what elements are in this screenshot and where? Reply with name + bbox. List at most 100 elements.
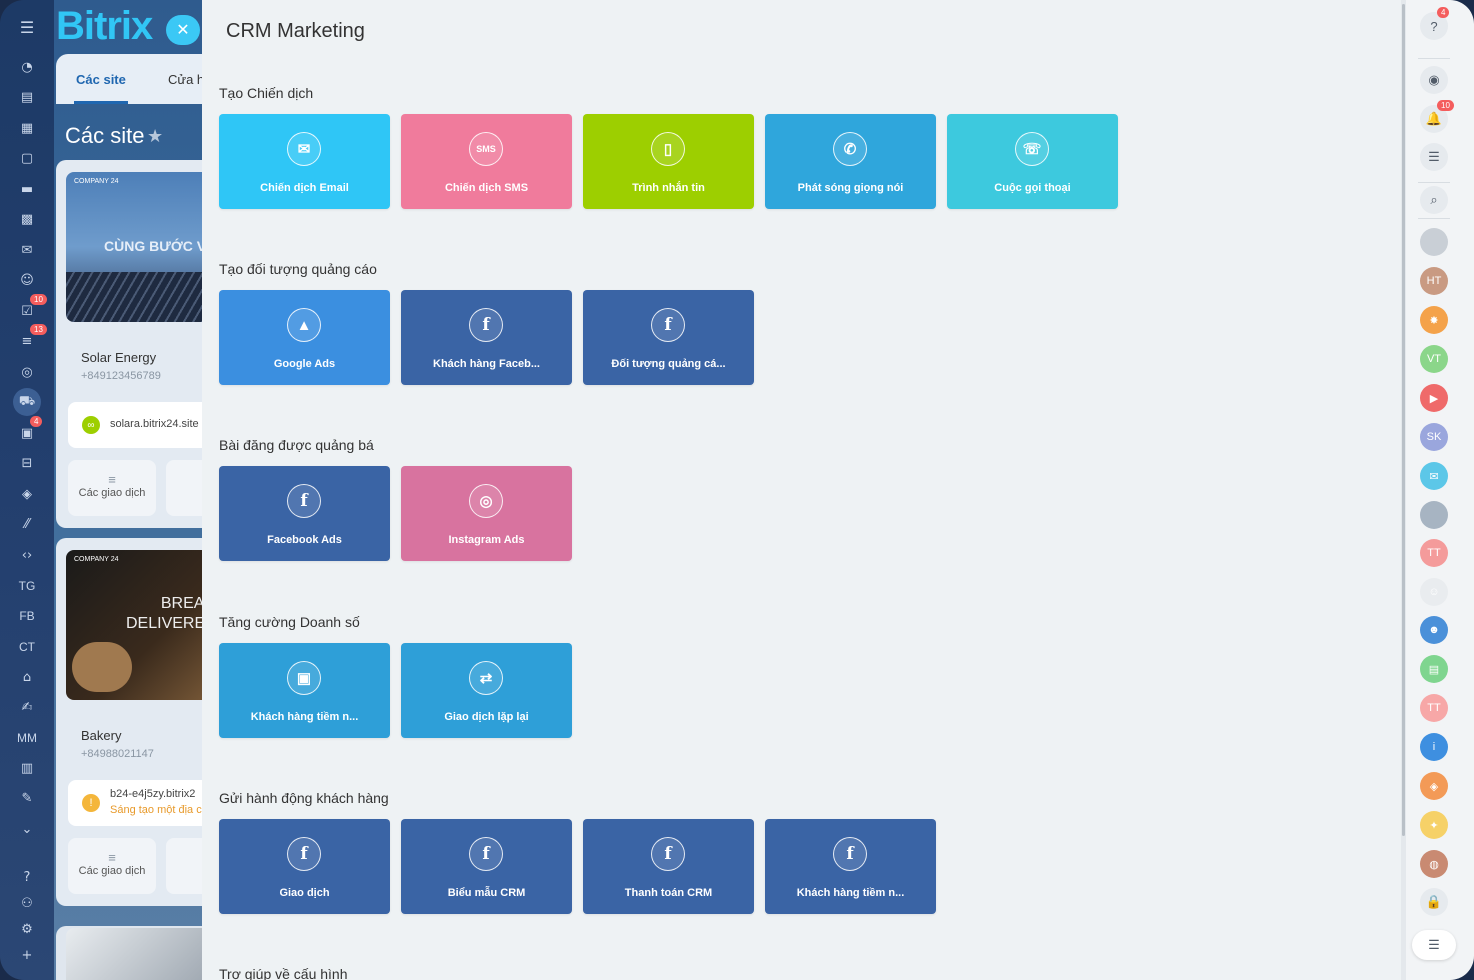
nav-item[interactable]: ▬ <box>0 176 54 202</box>
marketing-tile[interactable]: ✉Chiến dịch Email <box>219 114 390 209</box>
scrollbar-thumb[interactable] <box>1402 4 1405 836</box>
bread-image <box>72 642 132 692</box>
mascot-avatar[interactable]: ☺ <box>1420 578 1448 606</box>
nav-item[interactable]: ▩ <box>0 206 54 232</box>
copilot-icon[interactable]: ◉ <box>1420 66 1448 94</box>
menu-icon[interactable]: ☰ <box>1412 930 1456 960</box>
nav-item[interactable]: ≡13 <box>0 324 54 354</box>
info-avatar[interactable]: i <box>1420 733 1448 761</box>
user-avatar[interactable] <box>1420 228 1448 256</box>
photo-avatar[interactable]: ◍ <box>1420 850 1448 878</box>
hamburger-menu-icon[interactable]: ☰ <box>19 17 35 37</box>
marketing-tile[interactable]: ✆Phát sóng giọng nói <box>765 114 936 209</box>
avatar-tt-2[interactable]: TT <box>1420 694 1448 722</box>
tab-stores[interactable]: Cửa h <box>168 72 204 87</box>
nav-item[interactable]: ▤ <box>0 84 54 110</box>
nav-item[interactable]: ✎ <box>0 785 54 811</box>
lock-icon[interactable]: 🔒 <box>1420 888 1448 916</box>
marketing-tile[interactable]: ⇄Giao dịch lặp lại <box>401 643 572 738</box>
bell-icon[interactable]: 🔔10 <box>1420 100 1454 133</box>
nav-item[interactable]: ⌄ <box>0 816 54 842</box>
deals-button[interactable]: ≡Các giao dịch <box>68 460 156 516</box>
nav-item[interactable]: ☺ <box>0 267 54 293</box>
site-link[interactable]: ! b24-e4j5zy.bitrix2 Sáng tạo một địa c <box>68 780 204 826</box>
second-button[interactable]: Ti <box>166 838 204 894</box>
video-avatar[interactable]: ▶ <box>1420 384 1448 412</box>
marketing-tile[interactable]: ◎Instagram Ads <box>401 466 572 561</box>
site-thumbnail[interactable]: COMPANY 24 CÙNG BƯỚC V <box>66 172 204 322</box>
doc-avatar[interactable]: ▤ <box>1420 655 1448 683</box>
nav-item[interactable]: ◈ <box>0 481 54 507</box>
nav-item[interactable]: ? <box>0 864 54 890</box>
doc-avatar-label: ▤ <box>1428 663 1440 676</box>
nav-item[interactable]: ⊟ <box>0 450 54 476</box>
second-button[interactable]: Ti <box>166 460 204 516</box>
copilot-icon-label: ◉ <box>1428 72 1440 87</box>
site-name: Solar Energy <box>81 350 157 365</box>
nav-item[interactable]: + <box>0 942 54 968</box>
tab-sites[interactable]: Các site <box>74 72 128 104</box>
group-avatar[interactable]: ☻ <box>1420 616 1448 644</box>
facebook-icon: f <box>833 837 867 871</box>
nav-item[interactable]: ▥ <box>0 755 54 781</box>
nav-item-text[interactable]: FB <box>0 603 54 629</box>
avatar-tt[interactable]: TT <box>1420 539 1448 567</box>
nav-item[interactable]: ⛟ <box>0 388 54 416</box>
nav-item[interactable]: ⚙ <box>0 916 54 942</box>
email-icon: ✉ <box>287 132 321 166</box>
nav-item[interactable]: ☑10 <box>0 294 54 324</box>
promo-avatar[interactable]: ◈ <box>1420 772 1448 800</box>
idea-avatar[interactable]: ✦ <box>1420 811 1448 839</box>
marketing-tile[interactable]: ☏Cuộc gọi thoại <box>947 114 1118 209</box>
marketplace-icon: ⁄⁄ <box>24 516 30 532</box>
marketing-tile[interactable]: ▯Trình nhắn tin <box>583 114 754 209</box>
site-thumbnail[interactable] <box>66 928 204 980</box>
nav-item[interactable]: ✍ <box>0 694 54 720</box>
nav-item[interactable]: ⚇ <box>0 890 54 916</box>
nav-item[interactable]: ⌂ <box>0 664 54 690</box>
nav-item[interactable]: ◎ <box>0 359 54 385</box>
favorite-star-icon[interactable]: ★ <box>147 126 164 146</box>
deals-button[interactable]: ≡Các giao dịch <box>68 838 156 894</box>
nav-item[interactable]: ◔ <box>0 54 54 80</box>
nav-item[interactable]: ▦ <box>0 115 54 141</box>
notification-badge: 4 <box>1437 7 1450 18</box>
site-link[interactable]: ∞ solara.bitrix24.site <box>68 402 204 448</box>
marketing-avatar[interactable]: ✸ <box>1420 306 1448 334</box>
site-card[interactable] <box>56 926 204 980</box>
nav-item-text[interactable]: TG <box>0 573 54 599</box>
nav-item[interactable]: ⁄⁄ <box>0 511 54 537</box>
analytics-icon: ▥ <box>20 760 34 776</box>
avatar-sk[interactable]: SK <box>1420 423 1448 451</box>
close-slider-button[interactable]: ✕ <box>166 15 200 45</box>
site-card[interactable]: COMPANY 24 CÙNG BƯỚC V Solar Energy +849… <box>56 160 204 528</box>
nav-item[interactable]: ‹› <box>0 542 54 568</box>
avatar-ht[interactable]: HT <box>1420 267 1448 295</box>
nav-item[interactable]: ▣4 <box>0 416 54 446</box>
box-icon: ◈ <box>22 486 32 502</box>
marketing-tile[interactable]: ▣Khách hàng tiềm n... <box>219 643 390 738</box>
nav-item[interactable]: ▢ <box>0 145 54 171</box>
person-avatar[interactable] <box>1420 501 1448 529</box>
nav-item-text[interactable]: MM <box>0 725 54 751</box>
warning-icon: ! <box>82 794 100 812</box>
help-icon[interactable]: ?4 <box>1420 7 1450 40</box>
marketing-tile[interactable]: ▲Google Ads <box>219 290 390 385</box>
search-icon[interactable]: ⌕ <box>1420 186 1448 214</box>
messages-icon[interactable]: ☰ <box>1420 143 1448 171</box>
nav-item[interactable]: ✉ <box>0 237 54 263</box>
chat-avatar[interactable]: ✉ <box>1420 462 1448 490</box>
contacts-icon: ▣ <box>20 425 34 441</box>
avatar-vt[interactable]: VT <box>1420 345 1448 373</box>
nav-item-text[interactable]: CT <box>0 634 54 660</box>
